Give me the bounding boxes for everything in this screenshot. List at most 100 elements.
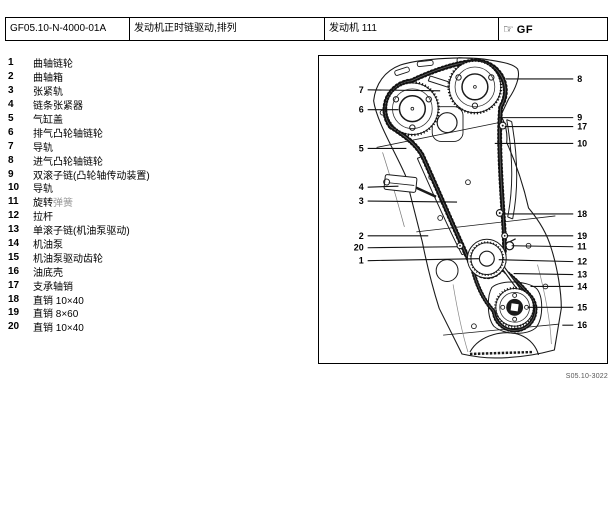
part-label: 机油泵驱动齿轮: [33, 253, 103, 265]
callout-number: 5: [359, 143, 364, 153]
parts-list-row: 7 导轨: [8, 139, 308, 154]
part-label: 进气凸轮轴链轮: [33, 156, 103, 168]
parts-list-row: 19 直销 8×60: [8, 306, 308, 320]
part-number: 19: [8, 307, 20, 319]
guide-rail-right: [506, 119, 518, 220]
callout-number: 3: [359, 196, 364, 206]
part-label: 曲轴箱: [33, 73, 63, 85]
part-label: 导轨: [33, 142, 53, 154]
part-label: 支承轴销: [33, 281, 73, 293]
part-label-faded: 弹簧: [53, 198, 73, 210]
callout-number: 14: [577, 281, 587, 291]
document-header: GF05.10-N-4000-01A 发动机正时链驱动,排列 发动机 111 ☞…: [5, 17, 608, 41]
part-label: 机油泵: [33, 240, 63, 252]
part-number: 12: [8, 210, 20, 222]
callout-number: 7: [359, 85, 364, 95]
part-number: 16: [8, 265, 20, 277]
callout-number: 10: [577, 138, 587, 148]
pointing-hand-icon: ☞: [503, 22, 514, 36]
part-label: 导轨: [33, 184, 53, 196]
part-number: 6: [8, 126, 14, 138]
part-label: 气缸盖: [33, 115, 63, 127]
document-number: GF05.10-N-4000-01A: [10, 23, 107, 34]
support-pins: [456, 121, 509, 250]
callout-numbers-left: 7 6 5 4 3 2 20 1: [354, 85, 364, 266]
parts-list-row: 8 进气凸轮轴链轮: [8, 153, 308, 168]
part-number: 9: [8, 168, 14, 180]
callout-leader-line: [367, 185, 399, 188]
part-label: 双滚子链(凸轮轴传动装置): [33, 170, 150, 182]
parts-list-row: 1 曲轴链轮: [8, 56, 308, 70]
part-number: 3: [8, 85, 14, 97]
part-number: 20: [8, 321, 20, 333]
parts-list-row: 14 机油泵: [8, 237, 308, 251]
part-label: 油底壳: [33, 267, 63, 279]
callout-leader-line: [511, 245, 574, 248]
part-label: 直销 8×60: [33, 309, 79, 321]
chain-tensioner: [383, 174, 437, 198]
part-label: 曲轴链轮: [33, 59, 73, 71]
part-number: 14: [8, 238, 20, 250]
callout-number: 9: [577, 113, 582, 123]
callout-number: 6: [359, 105, 364, 115]
parts-list-row: 20 直销 10×40: [8, 320, 308, 334]
oil-pump-sprocket: [494, 286, 536, 328]
gf-flag: ☞GF: [498, 18, 607, 40]
part-number: 5: [8, 113, 14, 124]
parts-list-row: 17 支承轴销: [8, 278, 308, 293]
figure-code: S05.10-3022: [565, 373, 608, 380]
callout-leader-line: [367, 246, 458, 249]
oil-pan: [469, 332, 540, 356]
part-number: 17: [8, 279, 20, 291]
engine-diagram-frame: 7 6 5 4 3 2 20 1 8 9 17 10 18 19 11 12 1…: [318, 55, 608, 364]
engine-model: 发动机 111: [324, 18, 498, 40]
torsion-spring: [505, 238, 516, 251]
document-title: 发动机正时链驱动,排列: [129, 18, 324, 40]
part-number: 18: [8, 293, 20, 305]
parts-list-row: 15 机油泵驱动齿轮: [8, 250, 308, 265]
callout-leader-line: [367, 89, 441, 92]
engine-diagram: 7 6 5 4 3 2 20 1 8 9 17 10 18 19 11 12 1…: [354, 57, 587, 359]
callout-number: 1: [359, 256, 364, 266]
callout-leader-line: [367, 258, 479, 262]
callout-leader-line: [367, 200, 458, 203]
guide-rail-top: [427, 75, 459, 91]
part-label: 直销 10×40: [33, 323, 84, 335]
parts-list-row: 3 张紧轨: [8, 84, 308, 98]
callout-number: 13: [577, 270, 587, 280]
callout-leader-line: [513, 273, 574, 276]
callout-number: 17: [577, 122, 587, 132]
timing-chain: [382, 58, 508, 280]
parts-list-row: 16 油底壳: [8, 264, 308, 279]
parts-list-row: 12 拉杆: [8, 209, 308, 223]
crankshaft-sprocket: [466, 238, 507, 279]
part-label: 链条张紧器: [33, 101, 83, 113]
callout-numbers-right: 8 9 17 10 18 19 11 12 13 14 15 16: [577, 74, 587, 330]
callout-number: 12: [577, 257, 587, 267]
part-number: 1: [8, 57, 14, 69]
callout-number: 8: [577, 74, 582, 84]
parts-list-row: 5 气缸盖: [8, 112, 308, 126]
part-label: 旋转: [33, 198, 53, 210]
part-number: 7: [8, 140, 14, 152]
part-number: 15: [8, 251, 20, 263]
part-label: 拉杆: [33, 212, 53, 224]
intake-camshaft-sprocket: [447, 59, 503, 115]
gf-label: GF: [516, 24, 534, 36]
parts-list-row: 9 双滚子链(凸轮轴传动装置): [8, 167, 308, 182]
callout-number: 16: [577, 320, 587, 330]
engine-outline: [373, 57, 562, 359]
part-number: 8: [8, 154, 14, 166]
callout-number: 19: [577, 231, 587, 241]
callout-number: 18: [577, 209, 587, 219]
part-number: 13: [8, 224, 20, 236]
part-label: 张紧轨: [33, 87, 63, 99]
callout-number: 20: [354, 243, 364, 253]
